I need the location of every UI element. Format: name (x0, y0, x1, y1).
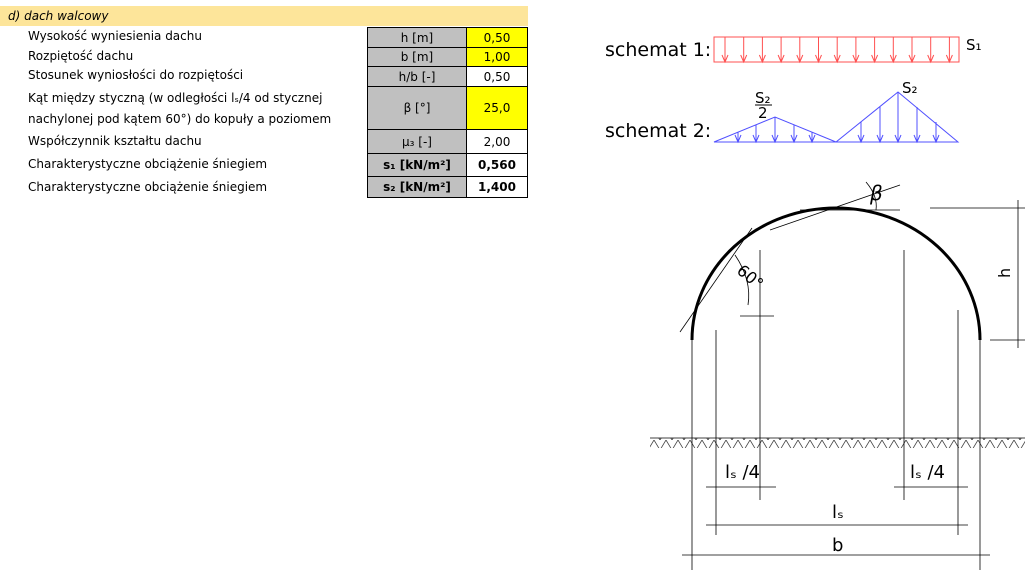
s2half-num: S₂ (755, 89, 771, 107)
s1-label: S₁ (966, 36, 982, 54)
row-label: Stosunek wyniosłości do rozpiętości (28, 68, 244, 82)
load-arrow (790, 125, 798, 144)
symbol-cell: μ₃ [-] (367, 129, 467, 154)
symbol-cell: β [°] (367, 86, 467, 130)
h-label: h (995, 268, 1014, 278)
load-arrow (932, 122, 940, 144)
load-arrow (808, 132, 816, 144)
load-arrow (815, 37, 822, 64)
schema1-uniform-load (713, 36, 960, 64)
row-label: Współczynnik kształtu dachu (28, 134, 202, 148)
load-arrow (752, 125, 760, 144)
load-arrow (740, 37, 748, 64)
symbol-cell: s₁ [kN/m²] (367, 153, 467, 177)
load-arrow (796, 37, 804, 64)
section-title: d) dach walcowy (8, 9, 109, 23)
row-label: Charakterystyczne obciążenie śniegiem (28, 157, 268, 171)
section-header: d) dach walcowy (0, 6, 528, 26)
load-arrow (908, 37, 916, 64)
symbol-cell: h [m] (367, 27, 467, 48)
load-arrow (721, 37, 729, 64)
load-arrow (857, 122, 865, 144)
row-label: Kąt między styczną (w odległości lₛ/4 od… (28, 91, 323, 105)
value-cell: 1,400 (466, 176, 528, 198)
row-label: Wysokość wyniesienia dachu (28, 29, 202, 43)
ls4-left-label: lₛ /4 (725, 462, 760, 483)
value-input[interactable]: 0,50 (466, 27, 528, 48)
ls-label: lₛ (832, 502, 844, 523)
load-arrow (852, 37, 860, 64)
load-arrow (758, 37, 766, 64)
load-arrow (833, 37, 841, 64)
load-arrow (871, 37, 879, 64)
row-label: Rozpiętość dachu (28, 49, 134, 63)
load-arrow (889, 37, 897, 64)
load-arrow (876, 107, 884, 144)
load-arrow (945, 37, 953, 64)
value-cell: 0,50 (466, 66, 528, 87)
b-label: b (832, 535, 843, 556)
load-arrow (771, 117, 779, 144)
ls4-right-label: lₛ /4 (910, 462, 945, 483)
row-label: Charakterystyczne obciążenie śniegiem (28, 180, 268, 194)
load-arrow (734, 132, 742, 144)
load-arrow (777, 37, 785, 64)
schema1-label: schemat 1: (605, 39, 711, 61)
s2-label: S₂ (902, 79, 918, 97)
load-arrow (927, 37, 935, 64)
s2half-den: 2 (758, 104, 768, 122)
angle60-label: 60° (733, 261, 767, 294)
beta-label: β (869, 181, 883, 205)
schema2-label: schemat 2: (605, 120, 711, 142)
load-arrow (913, 107, 921, 144)
geometry (650, 181, 1025, 570)
schema2-triangular-load (713, 91, 960, 144)
load-arrow (894, 92, 902, 144)
row-label-cont: nachylonej pod kątem 60°) do kopuły a po… (28, 112, 332, 126)
symbol-cell: s₂ [kN/m²] (367, 176, 467, 198)
